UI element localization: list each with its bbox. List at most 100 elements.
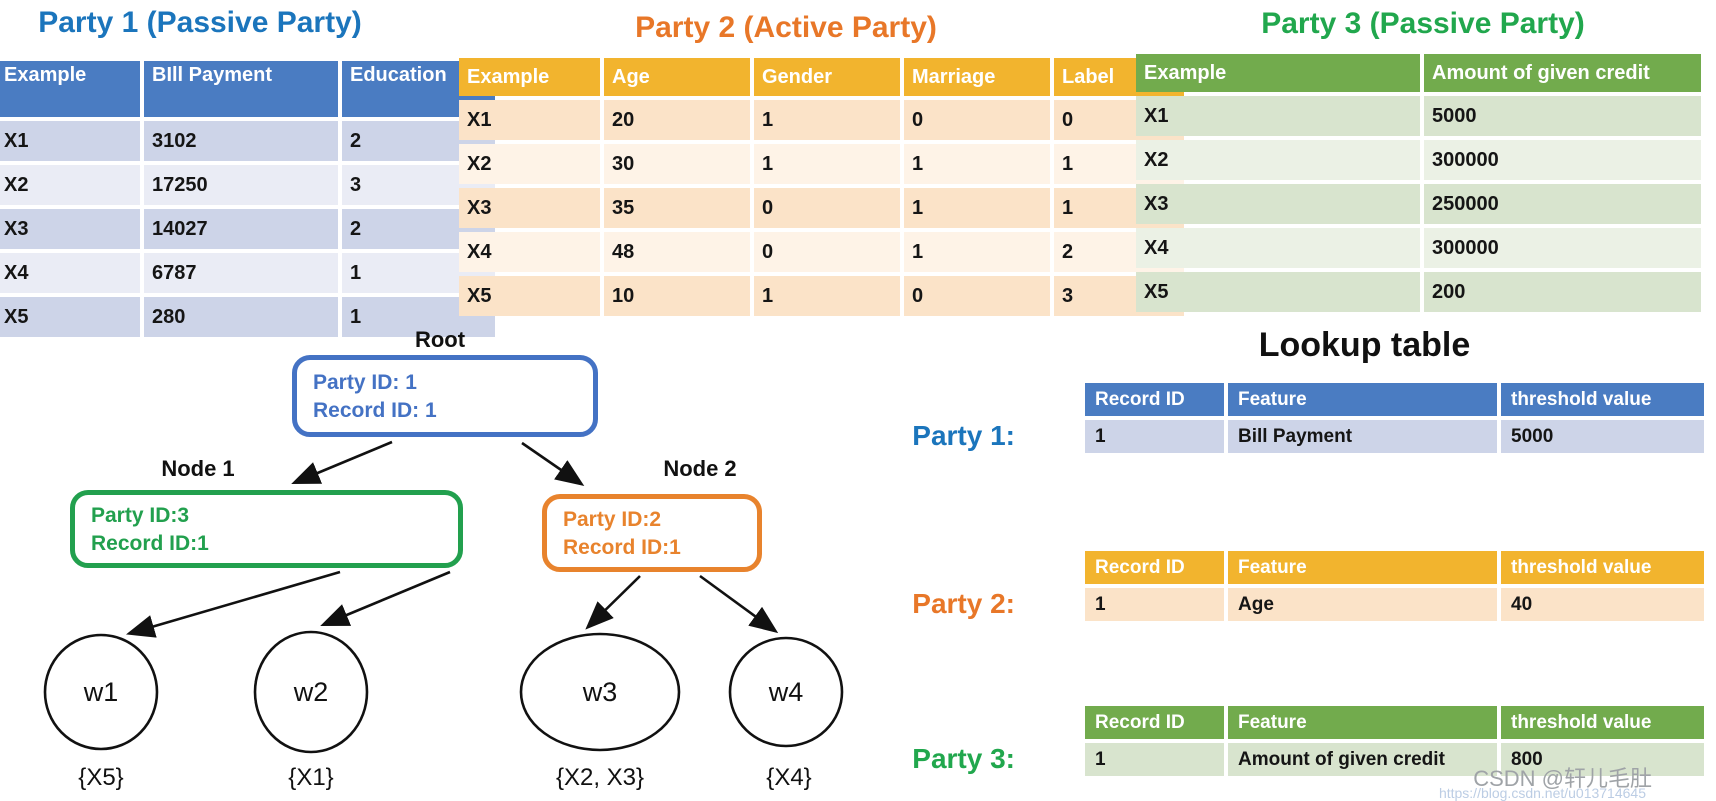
table-cell: 0 bbox=[754, 232, 900, 272]
table-cell: 6787 bbox=[144, 253, 338, 293]
leaf-w1-set: {X5} bbox=[78, 764, 124, 791]
lookup-party3-label: Party 3: bbox=[912, 743, 1015, 774]
table-cell: 1 bbox=[754, 276, 900, 316]
edge-root-node2 bbox=[521, 441, 585, 486]
edge-root-node1 bbox=[291, 440, 393, 484]
table-row: X3 35 0 1 1 bbox=[459, 188, 1184, 228]
root-record-id: Record ID: 1 bbox=[313, 399, 437, 422]
table-cell: 1 bbox=[754, 144, 900, 184]
column-header: threshold value bbox=[1501, 551, 1704, 584]
column-header: Record ID bbox=[1085, 706, 1224, 739]
table-cell: X2 bbox=[0, 165, 140, 205]
table-row: X3 250000 bbox=[1136, 184, 1701, 224]
column-header: Example bbox=[1136, 54, 1420, 92]
table-row: X2 17250 3 bbox=[0, 165, 495, 205]
table-cell: X4 bbox=[0, 253, 140, 293]
table-cell: 1 bbox=[904, 188, 1050, 228]
column-header: Example bbox=[0, 61, 140, 117]
table-cell: 1 bbox=[904, 232, 1050, 272]
table-row: X1 5000 bbox=[1136, 96, 1701, 136]
column-header: threshold value bbox=[1501, 383, 1704, 416]
leaf-w4-label: w4 bbox=[768, 677, 804, 707]
table-cell: X3 bbox=[459, 188, 600, 228]
column-header: Gender bbox=[754, 58, 900, 96]
table-cell: 0 bbox=[754, 188, 900, 228]
table-cell: 1 bbox=[1085, 420, 1224, 453]
node1-record-id: Record ID:1 bbox=[91, 532, 209, 555]
column-header: Example bbox=[459, 58, 600, 96]
column-header: threshold value bbox=[1501, 706, 1704, 739]
lookup-party2-table: Record ID Feature threshold value 1 Age … bbox=[1081, 547, 1708, 625]
table-row: X4 6787 1 bbox=[0, 253, 495, 293]
table-cell: X1 bbox=[1136, 96, 1420, 136]
column-header: Age bbox=[604, 58, 750, 96]
leaf-w2 bbox=[253, 630, 369, 754]
column-header: Marriage bbox=[904, 58, 1050, 96]
column-header: Feature bbox=[1228, 551, 1497, 584]
lookup-party1-table: Record ID Feature threshold value 1 Bill… bbox=[1081, 379, 1708, 457]
node2-record-id: Record ID:1 bbox=[563, 536, 681, 559]
node2-label: Node 2 bbox=[663, 456, 737, 481]
leaf-w3 bbox=[519, 632, 681, 752]
leaf-w4 bbox=[728, 636, 844, 748]
table-cell: 0 bbox=[904, 100, 1050, 140]
leaf-w3-label: w3 bbox=[582, 677, 618, 707]
table-row: X2 30 1 1 1 bbox=[459, 144, 1184, 184]
column-header: Feature bbox=[1228, 383, 1497, 416]
watermark-url: https://blog.csdn.net/u013714645 bbox=[1438, 785, 1646, 801]
table-cell: X3 bbox=[0, 209, 140, 249]
table-row: X1 3102 2 bbox=[0, 121, 495, 161]
watermark-text: CSDN @轩儿毛肚 bbox=[1473, 766, 1652, 791]
table-cell: X4 bbox=[459, 232, 600, 272]
table-cell: 48 bbox=[604, 232, 750, 272]
table-cell: 1 bbox=[754, 100, 900, 140]
table-row: X5 10 1 0 3 bbox=[459, 276, 1184, 316]
node2-box: Party ID:2 Record ID:1 bbox=[542, 494, 762, 572]
table-cell: 14027 bbox=[144, 209, 338, 249]
table-cell: X1 bbox=[0, 121, 140, 161]
table-row: X4 48 0 1 2 bbox=[459, 232, 1184, 272]
column-header: Record ID bbox=[1085, 551, 1224, 584]
node2-party-id: Party ID:2 bbox=[563, 508, 662, 531]
leaf-w4-set: {X4} bbox=[766, 764, 812, 791]
table-cell: X5 bbox=[0, 297, 140, 337]
edge-node1-w1 bbox=[126, 570, 341, 638]
party2-title: Party 2 (Active Party) bbox=[635, 11, 937, 44]
table-cell: 0 bbox=[904, 276, 1050, 316]
edge-node2-w4 bbox=[699, 574, 779, 634]
table-cell: 35 bbox=[604, 188, 750, 228]
table-cell: 5000 bbox=[1424, 96, 1701, 136]
table-cell: 300000 bbox=[1424, 140, 1701, 180]
table-cell: 40 bbox=[1501, 588, 1704, 621]
table-cell: X2 bbox=[1136, 140, 1420, 180]
lookup-party2-label: Party 2: bbox=[912, 588, 1015, 619]
table-row: X2 300000 bbox=[1136, 140, 1701, 180]
table-row: X3 14027 2 bbox=[0, 209, 495, 249]
node1-label: Node 1 bbox=[161, 456, 235, 481]
root-node-box: Party ID: 1 Record ID: 1 bbox=[292, 355, 598, 437]
node1-box: Party ID:3 Record ID:1 bbox=[70, 490, 463, 568]
table-cell: 30 bbox=[604, 144, 750, 184]
table-cell: Bill Payment bbox=[1228, 420, 1497, 453]
root-label: Root bbox=[414, 327, 466, 352]
table-cell: 20 bbox=[604, 100, 750, 140]
table-cell: Amount of given credit bbox=[1228, 743, 1497, 776]
leaf-w2-label: w2 bbox=[293, 677, 329, 707]
column-header: Amount of given credit bbox=[1424, 54, 1701, 92]
table-cell: 3102 bbox=[144, 121, 338, 161]
table-cell: 17250 bbox=[144, 165, 338, 205]
party1-title: Party 1 (Passive Party) bbox=[38, 6, 362, 39]
table-cell: 800 bbox=[1501, 743, 1704, 776]
lookup-party3-table: Record ID Feature threshold value 1 Amou… bbox=[1081, 702, 1708, 780]
table-cell: 5000 bbox=[1501, 420, 1704, 453]
table-cell: X5 bbox=[459, 276, 600, 316]
table-cell: 10 bbox=[604, 276, 750, 316]
party2-table: Example Age Gender Marriage Label X1 20 … bbox=[455, 54, 1188, 320]
column-header: BIll Payment bbox=[144, 61, 338, 117]
table-cell: X5 bbox=[1136, 272, 1420, 312]
table-row: X5 200 bbox=[1136, 272, 1701, 312]
table-cell: 300000 bbox=[1424, 228, 1701, 268]
table-cell: 200 bbox=[1424, 272, 1701, 312]
edge-node2-w3 bbox=[585, 575, 641, 630]
table-cell: 280 bbox=[144, 297, 338, 337]
